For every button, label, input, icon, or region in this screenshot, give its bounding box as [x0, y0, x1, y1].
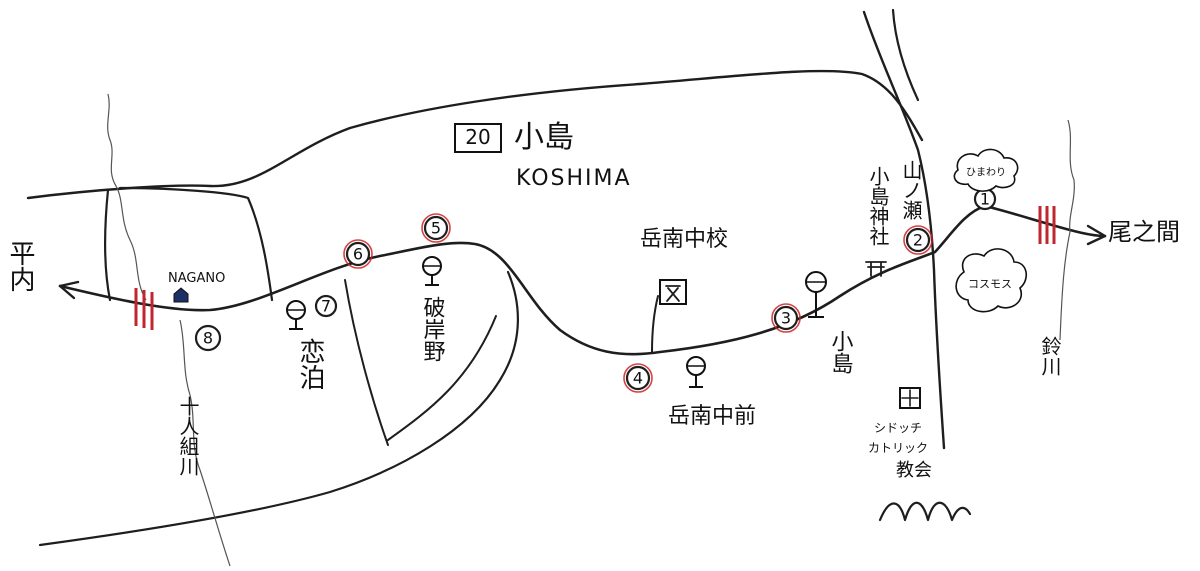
stop-marker-1: 1 — [973, 187, 997, 211]
svg-text:8: 8 — [203, 329, 213, 348]
svg-text:6: 6 — [353, 245, 363, 264]
cosmos-label: コスモス — [968, 278, 1012, 291]
area-number: 20 — [465, 125, 490, 149]
svg-text:5: 5 — [431, 219, 441, 238]
stop-2-label: 山ノ瀬 — [899, 160, 923, 220]
svg-text:7: 7 — [321, 297, 331, 316]
west-bridge-marker — [134, 288, 154, 330]
stop-marker-6: 6 — [343, 239, 373, 269]
church-label-line3: 教会 — [896, 460, 932, 481]
divider-2 — [387, 315, 497, 441]
stop-marker-8: 8 — [194, 324, 222, 352]
river-suzu-label: 鈴川 — [1038, 336, 1062, 376]
north-road-2 — [891, 8, 920, 102]
river-juninkumi-label: 十人組川 — [176, 396, 200, 476]
svg-text:4: 4 — [633, 369, 643, 388]
school-icon — [659, 279, 687, 305]
stop-marker-4: 4 — [623, 363, 653, 393]
lower-coastal-road — [38, 270, 519, 547]
sea-wave-icon — [878, 501, 972, 522]
cosmos-bubble — [955, 248, 1027, 313]
river-juninkumi — [179, 319, 231, 567]
cloud-label-bubble — [953, 148, 1019, 192]
stop-8-label: NAGANO — [168, 271, 225, 286]
stop-marker-7: 7 — [314, 294, 338, 318]
stop-5-label: 破岸野 — [420, 296, 446, 362]
area-name-ja: 小島 — [514, 120, 574, 155]
bus-stop-icon-3 — [805, 271, 827, 318]
house-icon — [173, 287, 189, 303]
stop-marker-3: 3 — [771, 303, 801, 333]
svg-text:2: 2 — [913, 231, 923, 250]
river-suzu — [1059, 119, 1075, 341]
stop-7-label: 恋泊 — [295, 338, 325, 390]
shrine-label: 小島神社 — [866, 166, 890, 246]
bus-stop-icon-4 — [686, 356, 706, 388]
upper-road — [26, 69, 924, 200]
north-south-road — [862, 10, 946, 450]
area-number-box — [454, 123, 502, 153]
church-label-line2: カトリック — [868, 441, 928, 455]
stop-marker-5: 5 — [421, 213, 451, 243]
direction-east-label: 尾之間 — [1108, 218, 1180, 246]
west-arrow-icon — [58, 280, 80, 300]
direction-west-label: 平内 — [5, 240, 35, 292]
area-name-en: KOSHIMA — [516, 166, 632, 191]
stop-marker-2: 2 — [903, 225, 933, 255]
svg-text:1: 1 — [980, 190, 990, 209]
bus-stop-icon-5 — [422, 256, 442, 286]
north-loop-edge — [118, 186, 274, 302]
church-label-line1: シドッチ — [874, 421, 922, 435]
river-west-north — [107, 93, 147, 301]
stop-3-label: 小島 — [828, 330, 854, 374]
school-label: 岳南中校 — [640, 227, 728, 252]
torii-icon — [865, 261, 887, 277]
school-spur — [651, 295, 659, 353]
bus-stop-icon-7 — [286, 300, 306, 330]
stop-4-label: 岳南中前 — [668, 404, 756, 429]
divider-1 — [344, 279, 389, 446]
west-connector — [104, 188, 112, 302]
stop-1-label: ひまわり — [966, 167, 1006, 179]
svg-text:3: 3 — [781, 309, 791, 328]
east-bridge-marker — [1038, 206, 1056, 244]
east-arrow-icon — [1086, 224, 1107, 246]
